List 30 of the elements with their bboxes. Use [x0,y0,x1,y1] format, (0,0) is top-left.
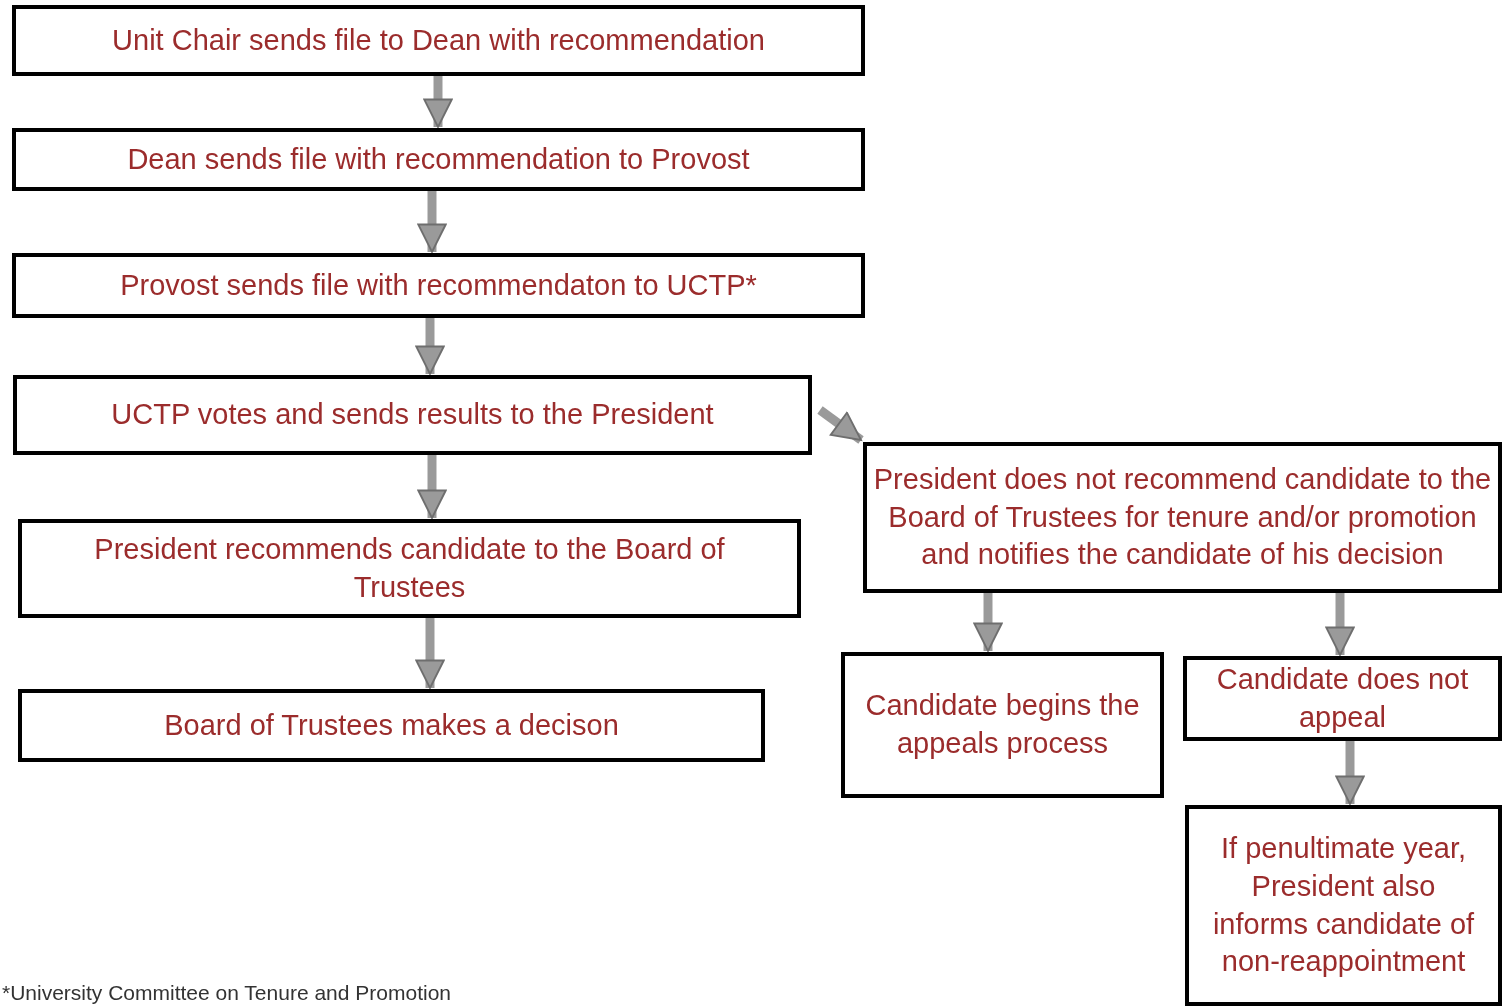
block-arrow [415,318,445,375]
process-box [841,652,1164,798]
step-text: Unit Chair sends file to Dean with recommendation [112,22,765,58]
footnote: *University Committee on Tenure and Promotion [2,980,451,1006]
step-text: Dean sends file with recommendation to Provost [127,141,750,177]
step-text: If penultimate year, President also informs candidate of non-reappointment [1211,831,1476,980]
block-arrow [1335,741,1365,805]
step-text: Provost sends file with recommendaton to UCTP* [120,267,757,303]
step-text: President recommends candidate to the Board of Trustees [93,531,726,605]
process-box [1183,656,1502,741]
block-arrow [417,455,447,519]
process-box [18,689,765,762]
process-box [863,442,1502,593]
block-arrow [423,76,453,128]
step-text: President does not recommend candidate to the Board of Trustees for tenure and/or promotion and notifies the candidate of his decision [872,461,1493,573]
step-text: UCTP votes and sends results to the President [111,397,714,433]
block-arrow [415,618,445,689]
process-box [12,128,865,191]
process-box [1185,805,1502,1006]
step-text: Candidate begins the appeals process [864,688,1141,761]
block-arrow [1325,593,1355,656]
process-box [12,253,865,318]
step-text: Candidate does not appeal [1215,661,1470,735]
process-box [12,5,865,76]
block-arrow [417,191,447,253]
block-arrow [973,593,1003,652]
block-arrow [817,406,864,444]
process-box [18,519,801,618]
process-box [13,375,812,455]
step-text: Board of Trustees makes a decison [164,707,619,743]
